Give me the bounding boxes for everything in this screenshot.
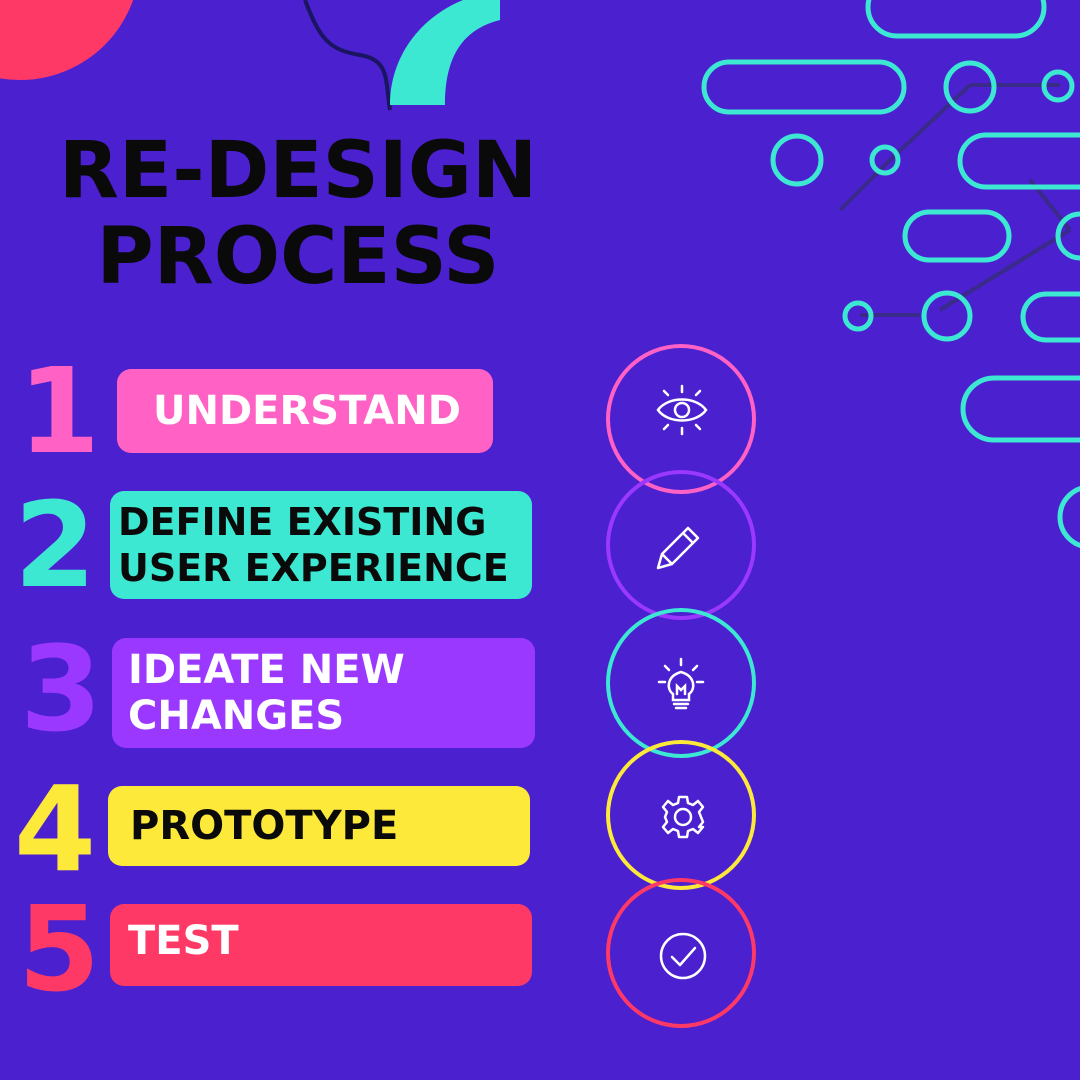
ring-shape <box>1057 486 1080 548</box>
ring-shape <box>921 290 973 342</box>
pill-shape <box>1020 291 1080 343</box>
pill-shape <box>957 132 1080 190</box>
step-label-test: TEST <box>110 904 532 986</box>
pencil-icon <box>656 526 700 570</box>
step-label-text: TEST <box>128 918 239 964</box>
step-label-line-1: DEFINE EXISTING <box>118 500 487 544</box>
pill-shape <box>902 209 1012 263</box>
ring-shape <box>1055 211 1080 261</box>
step-label-text: PROTOTYPE <box>130 803 399 849</box>
decorative-network <box>701 0 1080 548</box>
step-number-3: 3 <box>20 620 103 758</box>
teal-arc-shape <box>390 0 500 105</box>
step-number-5: 5 <box>18 880 101 1018</box>
gear-icon <box>661 795 705 839</box>
ring-shape <box>770 133 824 187</box>
page-title: RE-DESIGN PROCESS <box>18 128 578 300</box>
step-number-4: 4 <box>14 760 97 898</box>
pill-shape <box>865 0 1047 39</box>
step-label-understand: UNDERSTAND <box>117 369 493 453</box>
icon-ring-5 <box>606 878 756 1028</box>
squiggle-line <box>303 0 392 111</box>
step-number-1: 1 <box>18 342 101 480</box>
step-label-ideate: IDEATE NEW CHANGES <box>112 638 535 748</box>
lightbulb-icon <box>657 657 705 710</box>
checkmark-circle-icon <box>659 932 707 980</box>
step-label-text: UNDERSTAND <box>153 388 461 434</box>
pill-shape <box>701 59 907 115</box>
step-label-line-1: IDEATE NEW <box>128 647 405 693</box>
step-number-2: 2 <box>14 476 97 614</box>
ring-shape <box>1041 69 1075 103</box>
ring-shape <box>943 60 997 114</box>
step-label-define: DEFINE EXISTING USER EXPERIENCE <box>110 491 532 599</box>
red-blob-shape <box>0 0 134 80</box>
step-label-prototype: PROTOTYPE <box>108 786 530 866</box>
decorative-shapes-top <box>0 0 500 111</box>
ring-shape <box>869 144 901 176</box>
title-line-1: RE-DESIGN <box>58 126 538 216</box>
step-label-line-2: CHANGES <box>128 693 345 739</box>
pill-shape <box>960 375 1080 443</box>
eye-icon <box>656 384 708 436</box>
step-label-line-2: USER EXPERIENCE <box>118 546 509 590</box>
title-line-2: PROCESS <box>96 212 500 302</box>
ring-shape <box>842 300 874 332</box>
